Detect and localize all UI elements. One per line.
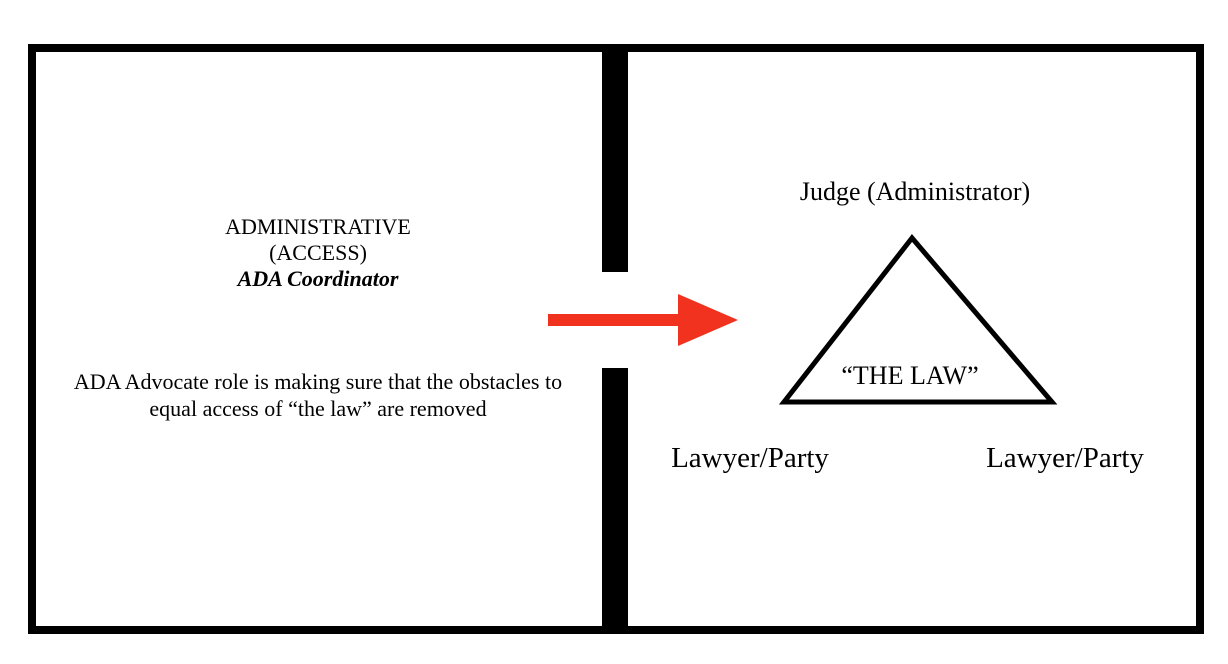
heading-ada-coordinator: ADA Coordinator — [237, 266, 399, 291]
the-law-label: “THE LAW” — [841, 361, 979, 390]
heading-administrative: ADMINISTRATIVE — [225, 214, 411, 239]
administrative-heading: ADMINISTRATIVE (ACCESS) ADA Coordinator — [120, 214, 516, 292]
arrow-shape — [548, 294, 738, 346]
lawyer-party-left-label: Lawyer/Party — [671, 442, 829, 474]
law-triangle — [778, 234, 1058, 405]
heading-access: (ACCESS) — [269, 240, 367, 265]
lawyer-party-right-label: Lawyer/Party — [986, 442, 1144, 474]
ada-advocate-description: ADA Advocate role is making sure that th… — [73, 369, 563, 421]
divider-wall-bottom — [602, 368, 628, 634]
triangle-shape — [778, 234, 1058, 405]
judge-label: Judge (Administrator) — [799, 177, 1031, 206]
right-arrow-icon — [548, 294, 738, 346]
divider-wall-top — [602, 44, 628, 272]
